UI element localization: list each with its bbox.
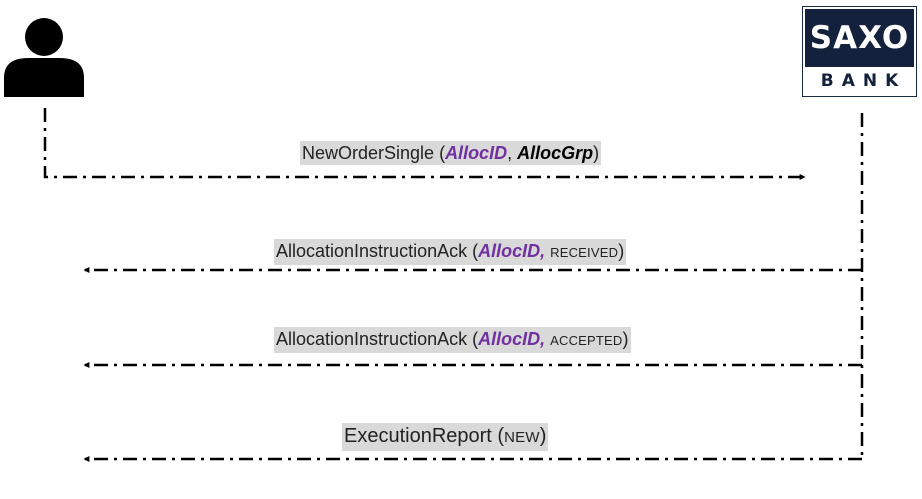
client-lifeline [43, 108, 806, 180]
saxo-bank-logo: SAXO BANK [802, 6, 917, 97]
message-separator: , [507, 143, 518, 163]
message-name: AllocationInstructionAck [276, 329, 468, 349]
message-open-paren: ( [491, 425, 505, 447]
message-name: ExecutionReport [344, 425, 492, 447]
message-status: NEW [504, 429, 540, 446]
logo-wordmark-bottom: BANK [820, 71, 907, 91]
message-open-paren: ( [434, 143, 446, 163]
message-param-alloc-id: AllocID [445, 143, 508, 163]
message-label-new-order-single: NewOrderSingle (AllocID, AllocGrp) [300, 141, 602, 165]
message-open-paren: ( [467, 241, 479, 261]
message-name: NewOrderSingle [302, 143, 435, 163]
message-status: ACCEPTED [550, 333, 623, 348]
message-name: AllocationInstructionAck [276, 241, 468, 261]
user-icon [4, 18, 84, 97]
message-close-paren: ) [622, 329, 629, 349]
logo-wordmark-top: SAXO [805, 9, 914, 67]
message-label-execution-report: ExecutionReport (NEW) [342, 423, 549, 451]
message-close-paren: ) [593, 143, 600, 163]
message-close-paren: ) [618, 241, 625, 261]
message-label-allocation-received: AllocationInstructionAck (AllocID, RECEI… [274, 239, 627, 265]
message-param-alloc-grp: AllocGrp [517, 143, 594, 163]
message-param-alloc-id: AllocID, [478, 241, 546, 261]
message-close-paren: ) [539, 425, 547, 447]
message-status: RECEIVED [550, 245, 619, 260]
message-param-alloc-id: AllocID, [478, 329, 546, 349]
message-open-paren: ( [467, 329, 479, 349]
message-label-allocation-accepted: AllocationInstructionAck (AllocID, ACCEP… [274, 327, 631, 353]
